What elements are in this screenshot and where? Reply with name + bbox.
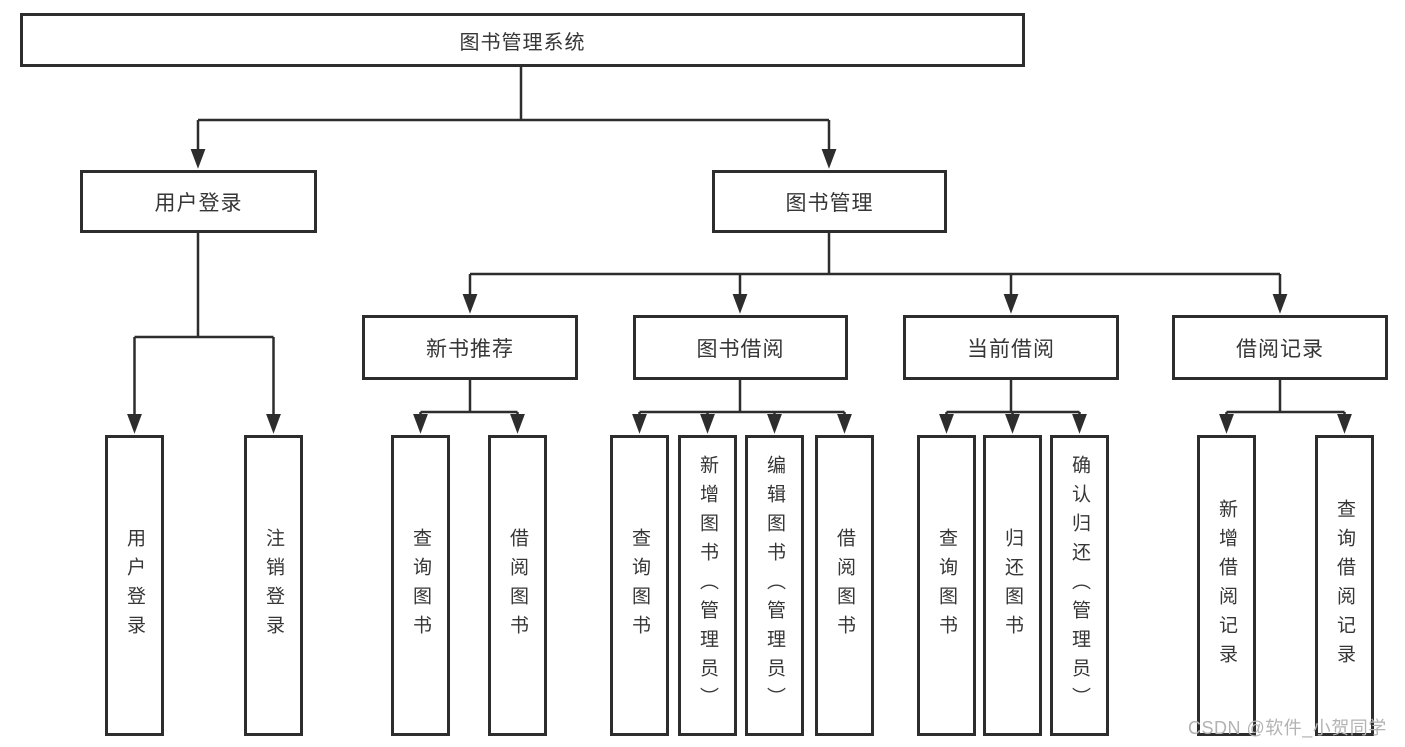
leaf-current-query-label: 查询图书 xyxy=(936,527,957,644)
leaf-current-confirm-return-label: 确认归还（管理员） xyxy=(1069,455,1090,716)
leaf-newbooks-borrow-label: 借阅图书 xyxy=(507,527,528,644)
leaf-borrowing-query-label: 查询图书 xyxy=(629,527,650,644)
leaf-records-query-label: 查询借阅记录 xyxy=(1334,498,1355,673)
leaf-records-add-label: 新增借阅记录 xyxy=(1216,498,1237,673)
leaf-borrowing-borrow-book: 借阅图书 xyxy=(815,435,874,736)
node-user-login: 用户登录 xyxy=(80,170,317,233)
leaf-borrowing-add-book-label: 新增图书（管理员） xyxy=(697,455,718,716)
leaf-borrowing-borrow-book-label: 借阅图书 xyxy=(834,527,855,644)
leaf-borrowing-edit-book: 编辑图书（管理员） xyxy=(745,435,804,736)
leaf-current-confirm-return: 确认归还（管理员） xyxy=(1050,435,1109,736)
node-book-management: 图书管理 xyxy=(712,170,947,233)
node-new-book-recommend: 新书推荐 xyxy=(362,315,578,380)
node-borrow-records: 借阅记录 xyxy=(1172,315,1388,380)
leaf-records-add: 新增借阅记录 xyxy=(1197,435,1256,736)
node-current-borrow: 当前借阅 xyxy=(903,315,1119,380)
leaf-newbooks-query: 查询图书 xyxy=(391,435,450,736)
leaf-logout: 注销登录 xyxy=(244,435,303,736)
csdn-watermark: CSDN @软件_小贺同学 xyxy=(1188,718,1387,738)
leaf-logout-label: 注销登录 xyxy=(263,527,284,644)
leaf-current-query: 查询图书 xyxy=(917,435,976,736)
leaf-user-login-label: 用户登录 xyxy=(124,527,145,644)
leaf-newbooks-borrow: 借阅图书 xyxy=(488,435,547,736)
leaf-current-return-label: 归还图书 xyxy=(1002,527,1023,644)
leaf-borrowing-add-book: 新增图书（管理员） xyxy=(678,435,737,736)
leaf-user-login: 用户登录 xyxy=(105,435,164,736)
node-book-borrow: 图书借阅 xyxy=(633,315,848,380)
node-root-system: 图书管理系统 xyxy=(20,13,1025,67)
leaf-borrowing-query: 查询图书 xyxy=(610,435,669,736)
leaf-current-return: 归还图书 xyxy=(983,435,1042,736)
leaf-records-query: 查询借阅记录 xyxy=(1315,435,1374,736)
leaf-newbooks-query-label: 查询图书 xyxy=(410,527,431,644)
leaf-borrowing-edit-book-label: 编辑图书（管理员） xyxy=(764,455,785,716)
